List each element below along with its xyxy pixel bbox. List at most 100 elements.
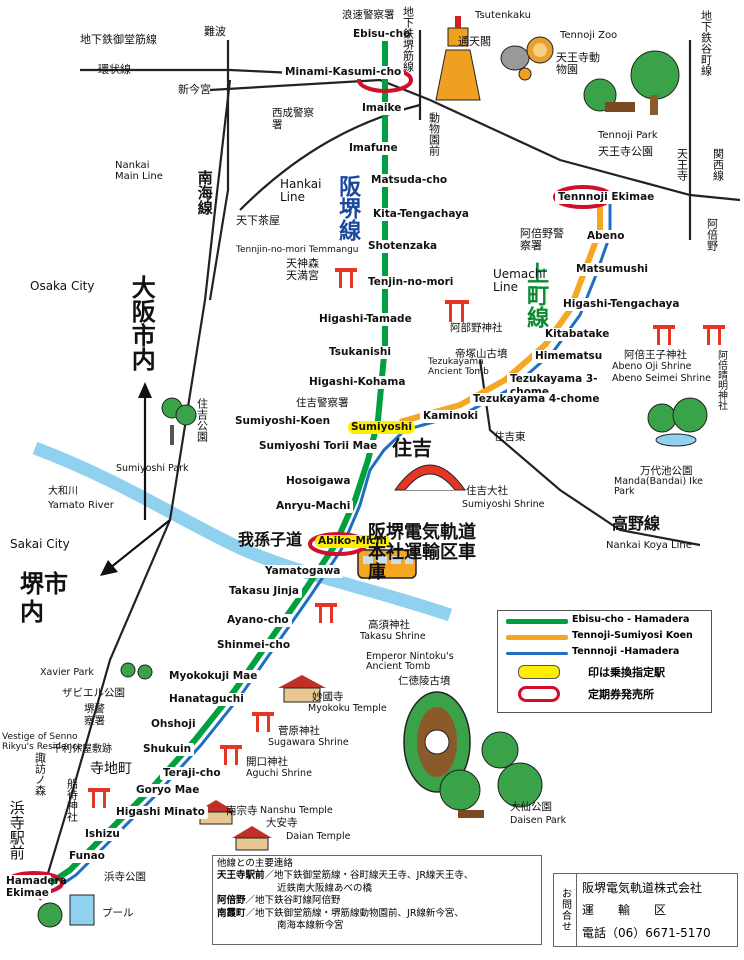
contact-tag: お問合せ	[554, 874, 577, 946]
sakaisuji-label: 地下鉄堺筋線	[401, 6, 415, 72]
shinimamiya-label: 新今宮	[178, 83, 211, 96]
uemachi-line-en-label: Uemachi Line	[493, 267, 546, 295]
station-hamadera-ekimae[interactable]: Hamadera Ekimae	[3, 875, 67, 899]
nankai-main-en-label: Nankai Main Line	[115, 160, 163, 182]
station-tezukayama-4-chome[interactable]: Tezukayama 4-chome	[470, 393, 603, 406]
legend-text-uemachi: Tennoji-Sumiyosi Koen	[572, 630, 693, 641]
legend-text-main: Ebisu-cho - Hamadera	[572, 614, 690, 625]
terajimachi-label: 寺地町	[90, 761, 132, 777]
station-himematsu[interactable]: Himematsu	[532, 350, 606, 363]
sumiyoshi-taisha-jp-label: 住吉大社	[466, 485, 508, 497]
hamadera-park-icon	[37, 894, 95, 928]
sakai-arrow-line	[109, 519, 171, 569]
station-ishizu[interactable]: Ishizu	[82, 828, 123, 841]
kanjo-label: 環状線	[98, 63, 131, 76]
station-imafune[interactable]: Imafune	[346, 142, 401, 155]
osaka-city-en-label: Osaka City	[30, 279, 95, 293]
transfer-text-0: ／地下鉄御堂筋線・谷町線天王寺、JR線天王寺、	[264, 870, 474, 882]
naniwa-police-label: 浪速警察署	[342, 9, 395, 21]
station-shinmei-cho[interactable]: Shinmei-cho	[214, 639, 294, 652]
station-kaminoki[interactable]: Kaminoki	[420, 410, 482, 423]
hankai-line-jp-label: 阪堺線	[335, 175, 361, 241]
station-yamatogawa[interactable]: Yamatogawa	[262, 565, 344, 578]
tram-icon	[357, 549, 417, 579]
hamadera-park-label: 浜寺公園	[104, 871, 146, 883]
transfer-text-4: 南海本線新今宮	[277, 920, 344, 932]
senno-jp-label: 千利休屋敷跡	[52, 744, 112, 755]
station-higashi-tamade[interactable]: Higashi-Tamade	[316, 313, 415, 326]
myokokuji-jp-label: 妙國寺	[312, 691, 344, 703]
station-takasu-jinja[interactable]: Takasu Jinja	[226, 585, 303, 598]
torii-icons	[88, 268, 725, 808]
station-imaike[interactable]: Imaike	[359, 102, 405, 115]
station-kita-tengachaya[interactable]: Kita-Tengachaya	[370, 208, 473, 221]
aguchi-jp-label: 開口神社	[246, 756, 288, 768]
contact-dept: 運 輸 区	[582, 903, 667, 917]
station-abeno[interactable]: Abeno	[584, 230, 628, 243]
xavier-park-trees-icon	[120, 662, 153, 680]
yamato-river-jp-label: 大和川	[48, 486, 78, 497]
takasu-en-label: Takasu Shrine	[360, 631, 426, 642]
sumiyoshi-park-trees-icon	[161, 397, 197, 445]
station-anryu-machi[interactable]: Anryu-Machi	[273, 500, 354, 513]
station-goryo-mae[interactable]: Goryo Mae	[133, 784, 203, 797]
kansai-line	[429, 99, 741, 202]
station-tsukanishi[interactable]: Tsukanishi	[326, 346, 394, 359]
station-hosoigawa[interactable]: Hosoigawa	[283, 475, 354, 488]
yamato-river	[32, 441, 453, 622]
station-myokokuji-mae[interactable]: Myokokuji Mae	[166, 670, 261, 683]
transfer-text-2: ／地下鉄谷町線阿倍野	[245, 895, 341, 907]
legend-text-pass: 印は乗換指定駅	[588, 666, 665, 679]
legend-item-uemachi: Tennoji-Sumiyosi Koen	[498, 629, 711, 645]
manda-jp-label: 万代池公園	[640, 465, 693, 477]
legend-swatch-hamadera	[506, 652, 568, 655]
abeno-jr-label: 阿倍野	[705, 218, 719, 251]
zoo-en-label: Tennoji Zoo	[560, 30, 618, 41]
station-kitabatake[interactable]: Kitabatake	[542, 328, 613, 341]
station-shotenzaka[interactable]: Shotenzaka	[365, 240, 441, 253]
contact-phone: 電話（06）6671-5170	[582, 926, 711, 940]
daisen-park-trees-icon	[439, 731, 543, 818]
station-matsuda-cho[interactable]: Matsuda-cho	[368, 174, 451, 187]
station-higashi-minato[interactable]: Higashi Minato	[113, 806, 208, 819]
station-abiko-michi[interactable]: Abiko-Michi	[315, 535, 390, 548]
station-shukuin[interactable]: Shukuin	[140, 743, 195, 756]
station-sumiyoshi[interactable]: Sumiyoshi	[348, 421, 415, 434]
transfer-line-2: 阿倍野／地下鉄谷町線阿倍野	[217, 895, 537, 907]
station-sumiyoshi-koen[interactable]: Sumiyoshi-Koen	[232, 415, 334, 428]
station-ayano-cho[interactable]: Ayano-cho	[224, 614, 292, 627]
station-funao[interactable]: Funao	[66, 850, 108, 863]
tengachaya-line	[239, 103, 421, 211]
station-higashi-kohama[interactable]: Higashi-Kohama	[306, 376, 409, 389]
transfer-line-3: 南霞町／地下鉄御堂筋線・堺筋線動物園前、JR線新今宮、	[217, 908, 537, 920]
station-matsumushi[interactable]: Matsumushi	[573, 263, 652, 276]
dobutsuen-label: 動物園前	[427, 112, 441, 156]
abeno-police-label: 阿倍野警察署	[520, 227, 564, 253]
abeno-shrine-label: 阿部野神社	[450, 322, 503, 334]
station-teraji-cho[interactable]: Teraji-cho	[160, 767, 224, 780]
station-minami-kasumi-cho[interactable]: Minami-Kasumi-cho	[282, 66, 405, 79]
aguchi-en-label: Aguchi Shrine	[246, 768, 312, 779]
nintoku-tomb-icon	[403, 691, 471, 793]
station-higashi-tengachaya[interactable]: Higashi-Tengachaya	[560, 298, 683, 311]
transfer-line-0: 天王寺駅前／地下鉄御堂筋線・谷町線天王寺、JR線天王寺、	[217, 870, 537, 882]
station-ohshoji[interactable]: Ohshoji	[148, 718, 199, 731]
xavier-jp-label: ザビエル公園	[62, 687, 125, 699]
station-sumiyoshi-torii-mae[interactable]: Sumiyoshi Torii Mae	[256, 440, 381, 453]
sugawara-en-label: Sugawara Shrine	[268, 737, 349, 748]
osaka-city-jp-label: 大阪市内	[127, 275, 156, 371]
sakai-city-en-label: Sakai City	[10, 537, 70, 551]
station-tennnoji-ekimae[interactable]: Tennnoji Ekimae	[555, 191, 658, 204]
contact-company: 阪堺電気軌道株式会社	[582, 881, 703, 895]
abeno-seimei-en-label: Abeno Seimei Shrine	[612, 373, 711, 384]
legend-swatch-uemachi	[506, 635, 568, 640]
station-hanataguchi[interactable]: Hanataguchi	[166, 693, 247, 706]
station-ebisu-cho[interactable]: Ebisu-cho	[350, 28, 414, 41]
sumiyoshi-jp-label: 住吉	[392, 436, 432, 460]
abiko-jp-label: 我孫子道	[238, 530, 303, 549]
zoo-jp-label: 天王寺動物園	[556, 51, 600, 77]
tsutenkaku-icon	[435, 16, 481, 101]
station-tenjin-no-mori[interactable]: Tenjin-no-mori	[365, 276, 457, 289]
daian-en-label: Daian Temple	[286, 831, 351, 842]
tennoji-road	[209, 78, 431, 102]
